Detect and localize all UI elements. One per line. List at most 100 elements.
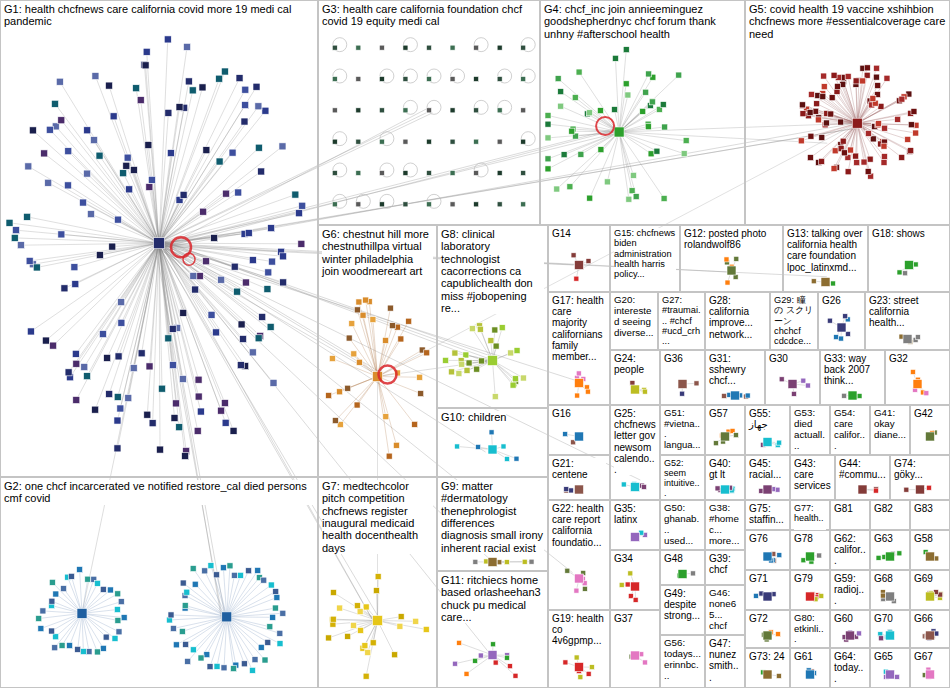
vertex xyxy=(870,95,876,101)
edge-line xyxy=(82,594,118,614)
vertex xyxy=(230,427,237,434)
vertex xyxy=(142,62,149,69)
vertex xyxy=(192,581,198,587)
edge-line xyxy=(159,193,238,244)
edge-line xyxy=(802,105,857,123)
edge-line xyxy=(227,585,271,617)
group-label: G15: chcfnews biden administration healt… xyxy=(614,228,676,280)
vertex xyxy=(237,572,243,578)
vertex xyxy=(180,309,187,316)
vertex xyxy=(497,139,502,144)
vertex xyxy=(694,381,699,386)
group-label: G65 xyxy=(874,651,893,662)
group-label: G71 xyxy=(749,573,768,584)
vertex xyxy=(182,453,189,460)
group-label: G42 xyxy=(914,408,933,419)
edge-line xyxy=(619,105,663,132)
vertex xyxy=(492,327,498,333)
vertex xyxy=(220,565,226,571)
self-loop xyxy=(333,194,347,208)
group-box: G76 xyxy=(745,530,790,570)
vertex xyxy=(827,318,832,323)
vertex xyxy=(154,238,165,249)
vertex xyxy=(474,202,479,207)
vertex xyxy=(56,78,63,85)
vertex xyxy=(242,102,249,109)
group-box: G69 xyxy=(910,570,950,610)
edge-line xyxy=(159,243,283,282)
edge-line xyxy=(121,243,159,323)
vertex xyxy=(146,363,153,370)
vertex xyxy=(267,323,274,330)
edge-line xyxy=(159,106,258,243)
vertex xyxy=(521,202,526,207)
group-label: G59: radioj... xyxy=(834,573,866,607)
vertex xyxy=(379,77,384,82)
vertex xyxy=(497,45,502,50)
vertex xyxy=(788,380,797,389)
edge-line xyxy=(159,243,241,365)
vertex xyxy=(373,616,383,626)
self-loop xyxy=(356,194,370,208)
vertex xyxy=(379,45,384,50)
group-box: G44: #commu... xyxy=(835,455,890,500)
vertex xyxy=(169,325,176,332)
vertex xyxy=(182,603,188,609)
vertex xyxy=(649,99,655,105)
vertex xyxy=(234,288,241,295)
vertex xyxy=(521,45,526,50)
vertex xyxy=(545,166,551,172)
vertex xyxy=(839,336,844,341)
self-loop xyxy=(403,100,417,114)
edge-line xyxy=(159,78,240,243)
group-box: G57 xyxy=(705,405,745,455)
edge-line xyxy=(84,243,159,367)
vertex xyxy=(363,297,369,303)
edge-line xyxy=(183,583,227,617)
vertex xyxy=(221,68,228,75)
vertex xyxy=(715,486,720,491)
vertex xyxy=(853,78,859,84)
vertex xyxy=(724,257,729,262)
vertex xyxy=(474,139,479,144)
edge-line xyxy=(185,606,227,617)
vertex xyxy=(195,376,202,383)
group-box: G42 xyxy=(910,405,950,455)
edge-line xyxy=(227,617,236,665)
vertex xyxy=(241,118,248,125)
vertex xyxy=(249,257,256,264)
vertex xyxy=(545,156,551,162)
edge-line xyxy=(378,377,390,457)
vertex xyxy=(870,136,876,142)
vertex xyxy=(505,456,510,461)
group-box: G62: califor... xyxy=(830,530,870,570)
group-box: G6: chestnut hill more chestnuthillpa vi… xyxy=(318,225,437,477)
vertex xyxy=(631,385,640,394)
self-loop xyxy=(474,163,488,177)
vertex xyxy=(681,151,687,157)
vertex xyxy=(398,614,404,620)
vertex xyxy=(926,552,935,561)
vertex xyxy=(255,144,262,151)
group-label: G2: one chcf incarcerated ve notified re… xyxy=(4,480,314,505)
edge-line xyxy=(87,130,159,243)
vertex xyxy=(52,645,58,651)
group-box: G3: health care california foundation ch… xyxy=(318,0,540,225)
vertex xyxy=(373,588,379,594)
vertex xyxy=(521,108,526,113)
vertex xyxy=(683,138,689,144)
vertex xyxy=(272,605,278,611)
vertex xyxy=(474,108,479,113)
vertex xyxy=(295,210,302,217)
vertex xyxy=(68,573,74,579)
vertex xyxy=(488,651,497,660)
vertex xyxy=(246,568,252,574)
vertex xyxy=(456,370,462,376)
edge-line xyxy=(557,132,619,189)
edge-line xyxy=(144,65,159,243)
vertex xyxy=(805,383,810,388)
vertex xyxy=(576,371,581,376)
vertex xyxy=(40,608,46,614)
vertex xyxy=(423,626,429,632)
edge-line xyxy=(332,619,377,621)
